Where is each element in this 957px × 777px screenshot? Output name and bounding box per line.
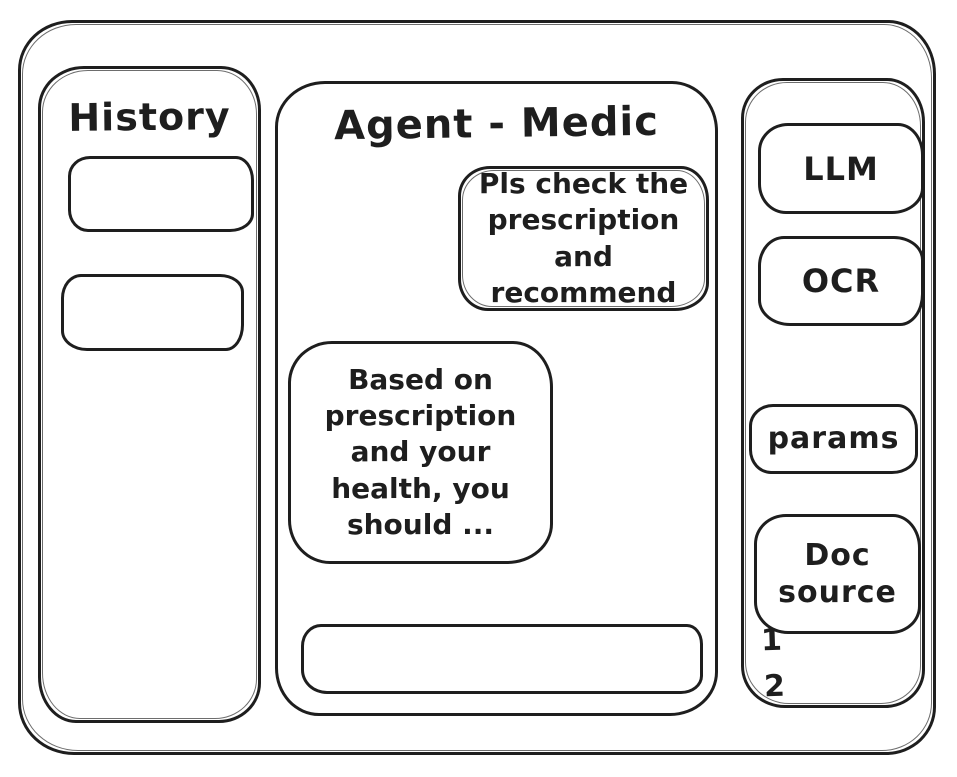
doc-source-button[interactable]: Doc source <box>754 514 921 634</box>
params-button[interactable]: params <box>749 404 918 474</box>
user-message-bubble: Pls check the prescription and recommend <box>458 166 709 311</box>
user-message-text: Pls check the prescription and recommend <box>478 166 689 309</box>
history-panel: History <box>38 66 261 723</box>
assistant-message-text: Based on prescription and your health, y… <box>324 362 517 542</box>
history-item[interactable] <box>68 156 254 232</box>
history-item[interactable] <box>61 274 244 351</box>
doc-source-item-1[interactable]: 1 <box>760 622 783 659</box>
window-frame: History Agent - Medic Pls check the pres… <box>18 20 936 755</box>
assistant-message-bubble: Based on prescription and your health, y… <box>288 341 553 564</box>
llm-button[interactable]: LLM <box>758 123 924 214</box>
ocr-button[interactable]: OCR <box>758 236 924 326</box>
history-title: History <box>68 94 231 140</box>
chat-title: Agent - Medic <box>333 98 660 150</box>
chat-input[interactable] <box>301 624 703 694</box>
chat-panel: Agent - Medic Pls check the prescription… <box>275 81 718 716</box>
doc-source-item-2[interactable]: 2 <box>763 668 786 705</box>
tools-panel: LLM OCR params Doc source 1 2 <box>741 78 925 708</box>
